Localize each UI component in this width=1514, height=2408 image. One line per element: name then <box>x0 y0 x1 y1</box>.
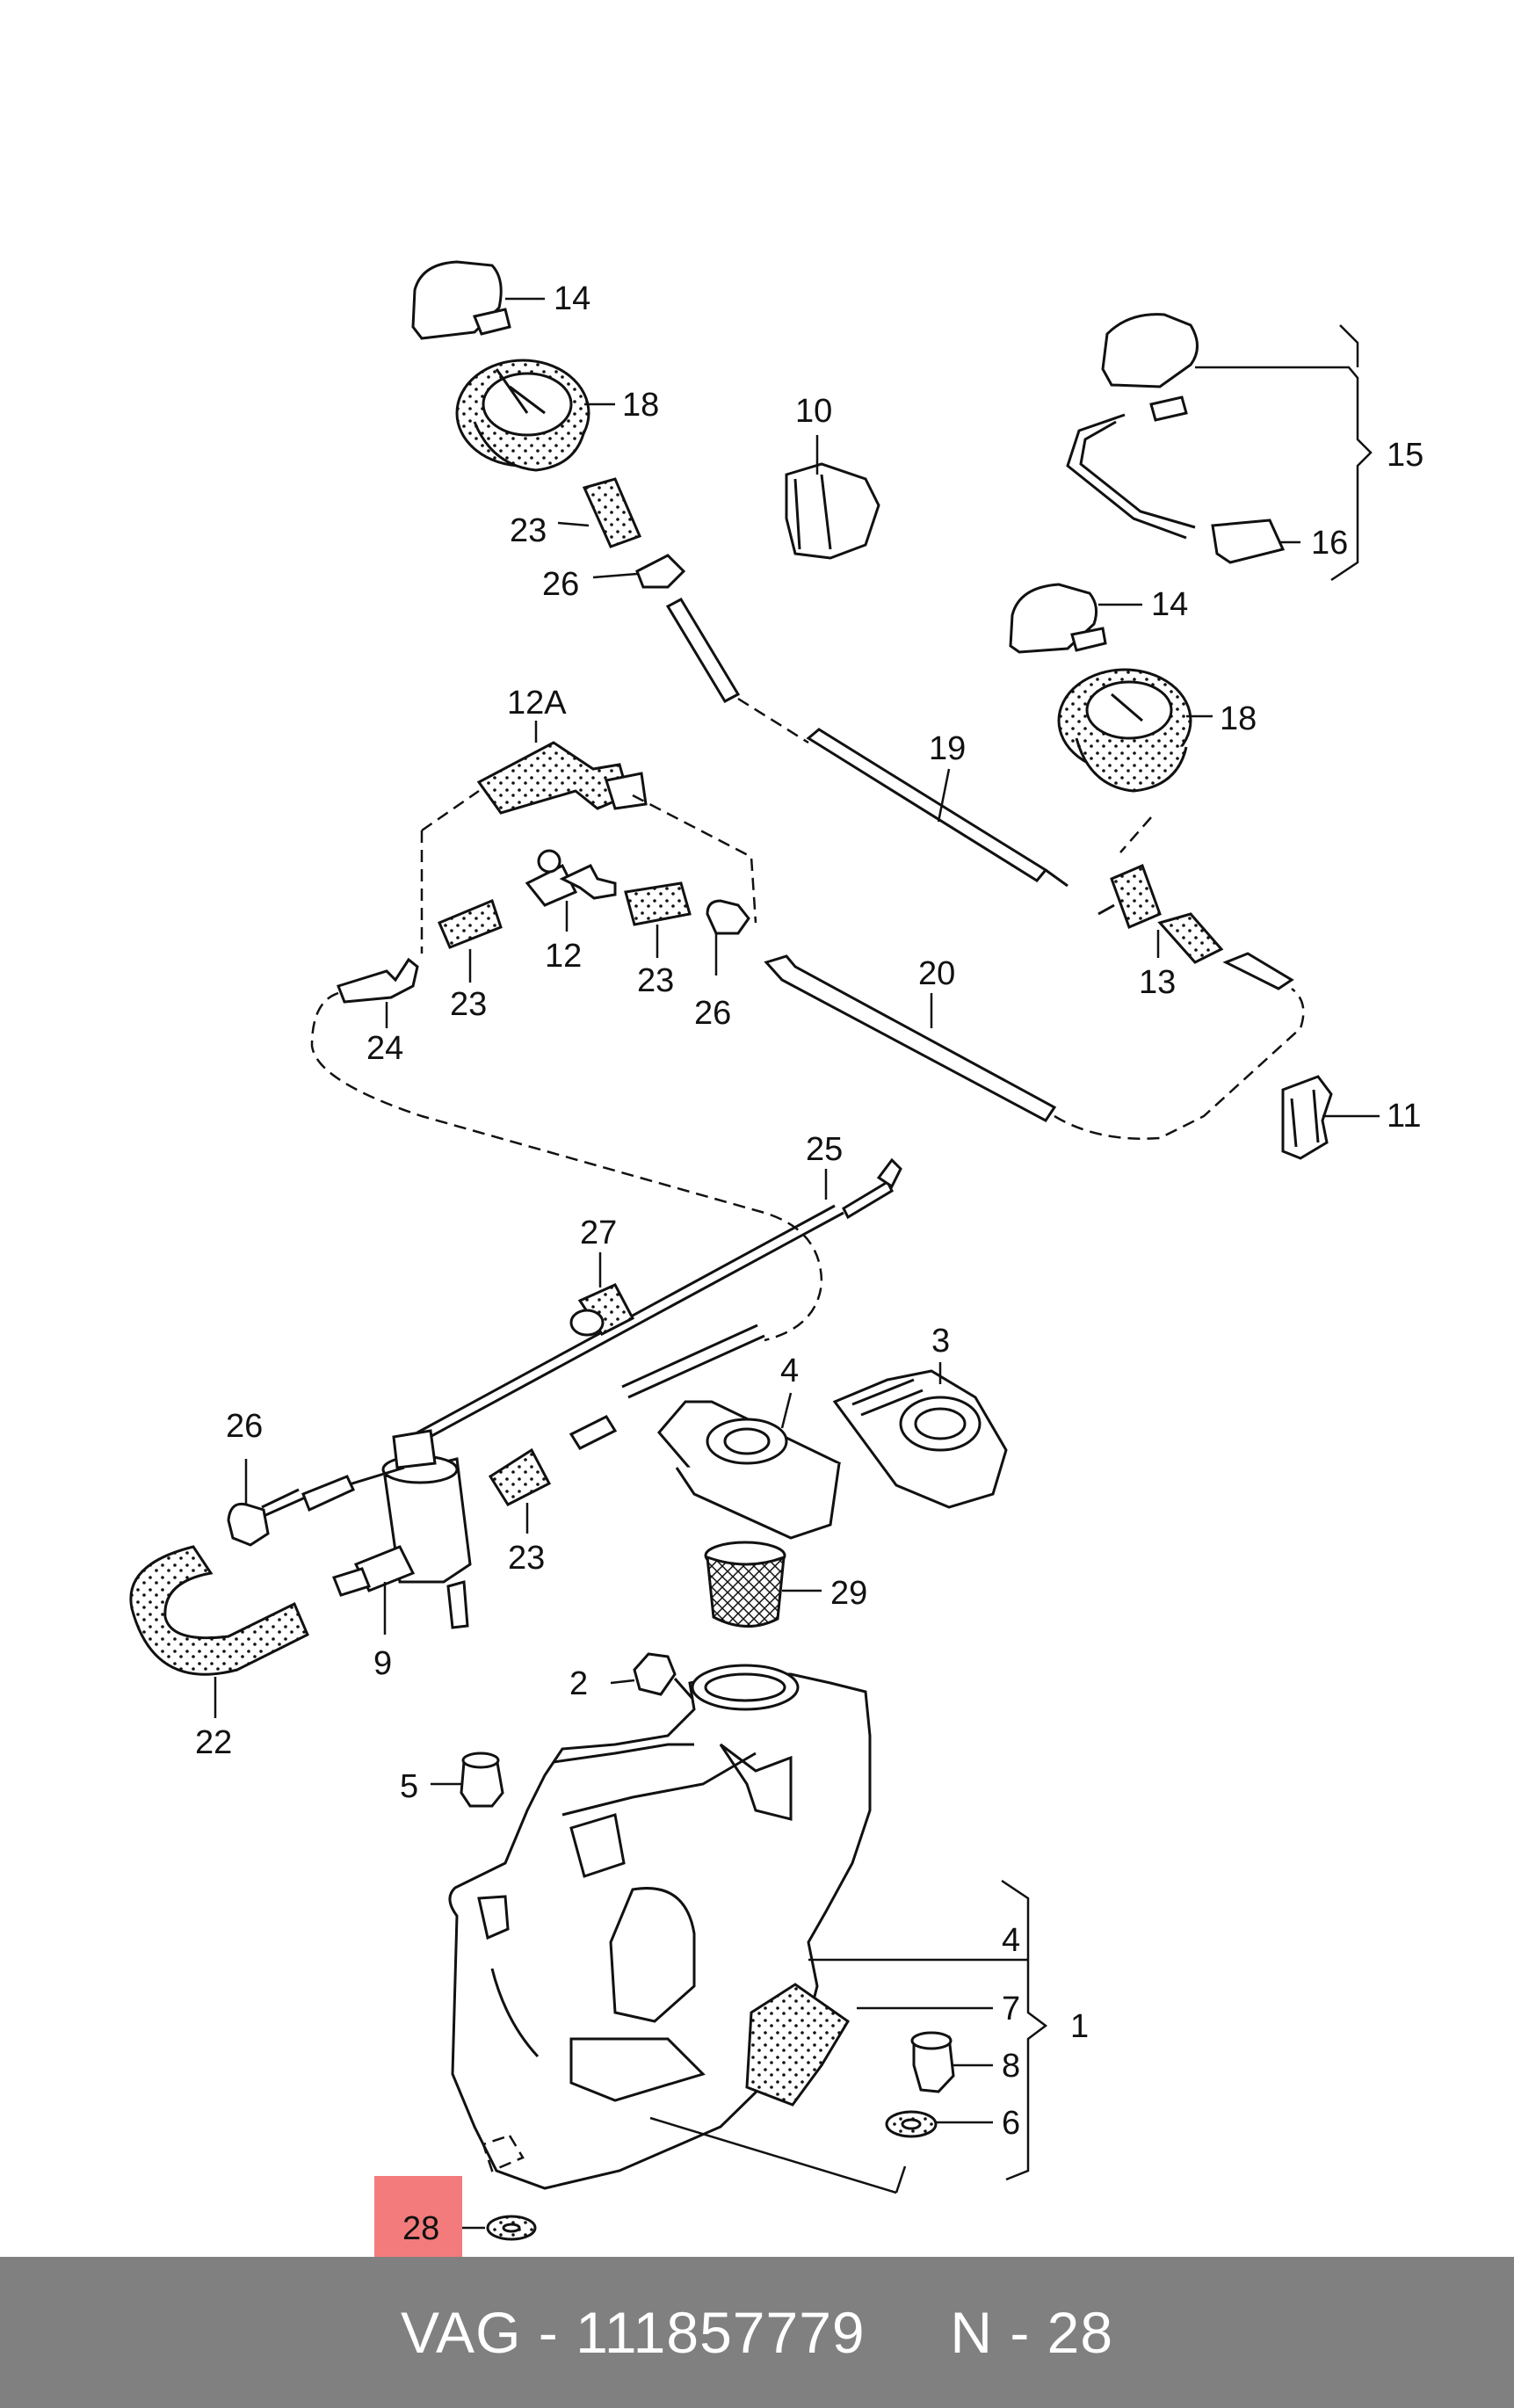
callout-4: 4 <box>1002 1922 1020 1959</box>
callout-16: 16 <box>1311 525 1348 562</box>
highlighted-part-marker <box>374 2176 462 2257</box>
callout-26: 26 <box>226 1408 263 1445</box>
filler-cap-3 <box>832 1369 1008 1509</box>
clip-26a <box>635 554 686 589</box>
callout-29: 29 <box>830 1575 867 1612</box>
callout-11: 11 <box>1387 1098 1421 1135</box>
callout-23: 23 <box>450 986 487 1023</box>
hose-piece-23c <box>624 881 692 926</box>
callout-7: 7 <box>1002 1991 1020 2027</box>
holder-clip-10 <box>785 462 880 560</box>
callout-24: 24 <box>366 1030 403 1067</box>
heated-nozzle-15 <box>1066 313 1199 540</box>
strainer-29 <box>704 1541 786 1628</box>
callout-25: 25 <box>806 1131 843 1168</box>
holder-clip-11 <box>1281 1075 1333 1160</box>
washer-nozzle-right <box>1009 583 1107 654</box>
clip-26b <box>706 899 750 935</box>
grommet-6 <box>885 2110 938 2138</box>
callout-26: 26 <box>694 995 731 1032</box>
callout-20: 20 <box>918 955 955 992</box>
clip-26c <box>227 1502 270 1547</box>
seal-7 <box>745 1983 851 2107</box>
nozzle-grommet-18a <box>455 359 590 472</box>
hose-25 <box>417 1157 902 1443</box>
washer-28 <box>486 2215 537 2241</box>
callout-3: 3 <box>931 1323 950 1360</box>
callout-18: 18 <box>1220 700 1257 737</box>
callout-15: 15 <box>1387 437 1423 474</box>
connector-24 <box>337 957 419 1004</box>
washer-reservoir <box>448 1664 872 2190</box>
callout-12a: 12A <box>507 685 567 722</box>
parts-diagram: 14 18 23 26 10 15 16 14 18 19 12A 12 23 … <box>129 260 1423 2241</box>
leader-lines <box>214 297 1380 2230</box>
callout-4: 4 <box>780 1353 799 1389</box>
plug-8 <box>910 2031 955 2093</box>
callout-23: 23 <box>637 962 674 999</box>
callout-14: 14 <box>1151 586 1188 623</box>
angle-hose-12a <box>476 741 648 815</box>
callout-1: 1 <box>1070 2008 1089 2045</box>
callout-13: 13 <box>1139 964 1176 1001</box>
grommet-5 <box>460 1752 504 1808</box>
hose-19 <box>665 598 1068 888</box>
callout-14: 14 <box>554 280 590 317</box>
part-number-footer: VAG - 111857779 N - 28 <box>0 2257 1514 2408</box>
callout-10: 10 <box>795 393 832 430</box>
callout-26: 26 <box>542 566 579 603</box>
callout-8: 8 <box>1002 2048 1020 2085</box>
callout-6: 6 <box>1002 2105 1020 2142</box>
callout-19: 19 <box>929 730 966 767</box>
filler-cap-4 <box>657 1400 842 1540</box>
callout-9: 9 <box>373 1645 392 1682</box>
hose-piece-23a <box>582 477 642 548</box>
hose-piece-23d <box>488 1447 552 1506</box>
washer-pump-9 <box>332 1429 472 1629</box>
connector-12 <box>525 849 617 907</box>
callout-5: 5 <box>400 1768 418 1805</box>
t-piece-13 <box>1097 816 1294 990</box>
connector-16 <box>1211 519 1286 564</box>
callout-2: 2 <box>569 1665 588 1702</box>
callout-23: 23 <box>508 1540 545 1577</box>
callout-18: 18 <box>622 387 659 424</box>
callout-22: 22 <box>195 1724 232 1761</box>
check-valve-27 <box>569 1283 635 1337</box>
washer-nozzle-top-left <box>411 260 511 340</box>
hose-piece-23b <box>438 898 503 949</box>
hose-22 <box>129 1545 309 1676</box>
callout-12: 12 <box>545 938 582 975</box>
callout-27: 27 <box>580 1215 617 1251</box>
part-number-text: VAG - 111857779 N - 28 <box>400 2300 1114 2365</box>
nut-2 <box>633 1652 696 1701</box>
hose-20 <box>764 954 1057 1122</box>
nozzle-grommet-18b <box>1057 668 1192 793</box>
callout-23: 23 <box>510 512 547 549</box>
callout-labels: 14 18 23 26 10 15 16 14 18 19 12A 12 23 … <box>195 280 1423 2142</box>
